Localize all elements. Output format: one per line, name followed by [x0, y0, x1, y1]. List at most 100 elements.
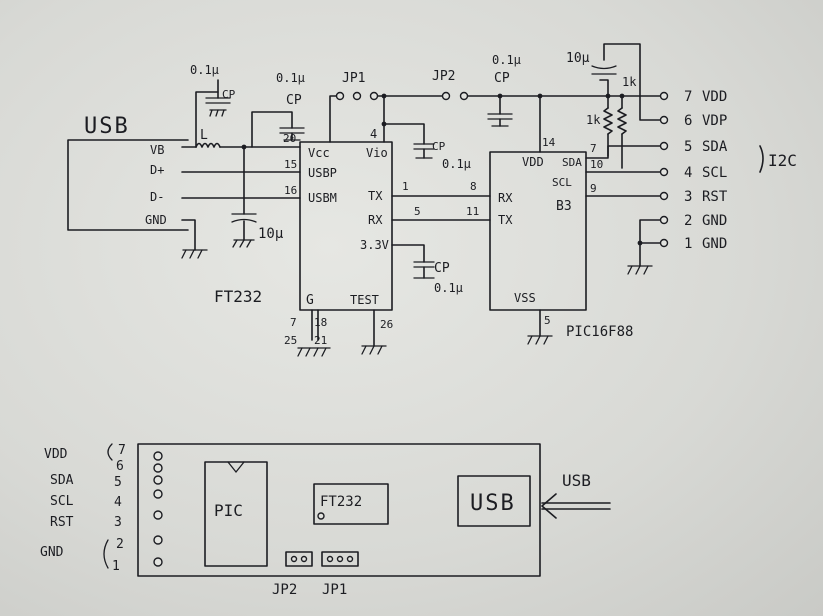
- cap5-value: 0.1μ: [434, 281, 463, 295]
- ft232-pin-usbp: USBP: [308, 166, 337, 180]
- cap1-value: 0.1μ: [190, 63, 219, 77]
- layout-label-rst: RST: [50, 515, 74, 530]
- conn-label-rst: RST: [702, 189, 728, 205]
- ft232-pinno-21: 21: [314, 334, 327, 347]
- ft232-pinno-25: 25: [284, 334, 297, 347]
- layout-label-scl: SCL: [50, 494, 74, 509]
- i2c-label: I2C: [768, 151, 797, 170]
- usb-pin-vb: VB: [150, 143, 164, 157]
- pic-sda-pinno: 7: [590, 142, 597, 155]
- cap3-value: 0.1μ: [442, 157, 471, 171]
- ft232-pin-gnd: G: [306, 293, 314, 308]
- pic-tx-pinno: 11: [466, 205, 479, 218]
- electrolytic-top: 10μ: [566, 43, 641, 97]
- pic-pin-scl: SCL: [552, 176, 572, 189]
- conn-label-sda: SDA: [702, 139, 728, 155]
- ft232-pinno-7: 7: [290, 316, 297, 329]
- conn-num-2: 2: [684, 213, 692, 229]
- ft232-pin-test: TEST: [350, 293, 379, 307]
- conn-label-scl: SCL: [702, 165, 727, 181]
- layout-usb-arrow-label: USB: [562, 471, 591, 490]
- ft232-pin-vio: Vio: [366, 146, 388, 160]
- layout-num-4: 4: [114, 495, 122, 510]
- layout-label-vdd: VDD: [44, 447, 68, 462]
- usb-ground: [181, 219, 208, 259]
- conn-num-3: 3: [684, 189, 692, 205]
- ft232-vcc-wire: [329, 95, 337, 143]
- pic-pin-sda: SDA: [562, 156, 582, 169]
- uart-lines: 1 5 8 11: [391, 180, 491, 221]
- layout-num-6: 6: [116, 459, 124, 474]
- conn-num-7: 7: [684, 89, 692, 105]
- jp1-label: JP1: [342, 71, 365, 86]
- cap4-value: 0.1μ: [492, 53, 521, 67]
- usb-pin-gnd: GND: [145, 213, 167, 227]
- layout-num-1: 1: [112, 559, 120, 574]
- layout-ft232-label: FT232: [320, 494, 362, 510]
- layout-label-sda: SDA: [50, 473, 74, 488]
- ft232-vio-pinno: 4: [370, 127, 377, 141]
- conn-label-gnd2: GND: [702, 213, 727, 229]
- ft232-pinno-20: 20: [283, 132, 296, 145]
- conn-label-vdd: VDD: [702, 89, 727, 105]
- cap-vio: CP 0.1μ: [383, 123, 471, 171]
- resistor1-label: 1k: [586, 113, 601, 127]
- electrolytic-value: 10μ: [258, 226, 284, 242]
- cap3-label: CP: [432, 140, 446, 153]
- pic-vdd-pinno: 14: [542, 136, 556, 149]
- layout-jp2-label: JP2: [272, 582, 297, 598]
- pic-scl-pinno: 10: [590, 158, 603, 171]
- electrolytic-top-value: 10μ: [566, 51, 590, 66]
- pic-b3-pinno: 9: [590, 182, 597, 195]
- conn-num-1: 1: [684, 236, 692, 252]
- ft232-pinno-16: 16: [284, 184, 297, 197]
- pic-pin-vss: VSS: [514, 291, 536, 305]
- vb-rail: L 0.1μ CP 10μ: [181, 63, 301, 248]
- ft232-pinno-15: 15: [284, 158, 297, 171]
- ft232-bottom-grounds: 7 18 25 21 26: [284, 309, 393, 357]
- cap2-label: CP: [286, 93, 302, 108]
- jp2-label: JP2: [432, 69, 455, 84]
- ft232-pinno-26: 26: [380, 318, 393, 331]
- ft232-pin-usbm: USBM: [308, 191, 337, 205]
- layout-num-7: 7: [118, 443, 126, 458]
- ft232-chip: Vcc USBP USBM 20 15 16 Vio TX RX 3.3V G …: [214, 132, 393, 311]
- cap-3v3: CP 0.1μ: [391, 244, 463, 295]
- conn-label-vdp: VDP: [702, 113, 727, 129]
- cap1-label: CP: [222, 88, 236, 101]
- layout-pic-label: PIC: [214, 501, 243, 520]
- pic-pin-vdd: VDD: [522, 155, 544, 169]
- layout-num-5: 5: [114, 475, 122, 490]
- resistor2-label: 1k: [622, 75, 637, 89]
- cap4-label: CP: [494, 71, 510, 86]
- usb-pin-dminus: D-: [150, 190, 164, 204]
- board-layout: VDD SDA SCL RST GND 7 6 5 4 3 2 1 PIC FT…: [40, 443, 611, 598]
- layout-num-3: 3: [114, 515, 122, 530]
- conn-num-6: 6: [684, 113, 692, 129]
- ft232-pin-rx: RX: [368, 213, 383, 227]
- cap2-value: 0.1μ: [276, 71, 305, 85]
- layout-usb-label: USB: [470, 491, 516, 516]
- ft232-name: FT232: [214, 287, 262, 306]
- conn-label-gnd1: GND: [702, 236, 727, 252]
- ft232-pin-3v3: 3.3V: [360, 238, 389, 252]
- pic-rx-pinno: 8: [470, 180, 477, 193]
- pic-to-connector: 7 10 9: [585, 95, 661, 275]
- ft232-pin-vcc: Vcc: [308, 146, 330, 160]
- ft232-pinno-18: 18: [314, 316, 327, 329]
- pic-name: PIC16F88: [566, 324, 633, 340]
- cap-rail: 0.1μ CP: [487, 53, 521, 127]
- inductor-label: L: [200, 128, 208, 143]
- pic-pin-b3: B3: [556, 199, 572, 214]
- conn-num-4: 4: [684, 165, 692, 181]
- data-lines: [181, 171, 301, 199]
- layout-jp1-label: JP1: [322, 582, 347, 598]
- connector-pins: 7 VDD 6 VDP 5 SDA 4 SCL 3 RST 2 GND 1 GN…: [659, 89, 797, 252]
- pullup-resistors: 1k 1k: [586, 75, 637, 169]
- pic-pin-tx: TX: [498, 213, 513, 227]
- conn-num-5: 5: [684, 139, 692, 155]
- pic-pin-rx: RX: [498, 191, 513, 205]
- layout-num-2: 2: [116, 537, 124, 552]
